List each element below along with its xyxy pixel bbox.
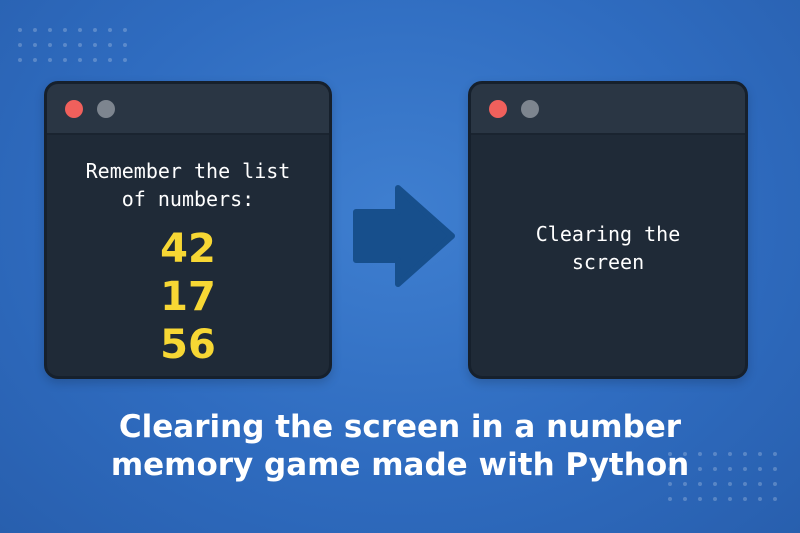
number-item: 17 [160, 274, 216, 320]
right-arrow-icon [353, 185, 455, 287]
caption-title: Clearing the screen in a number memory g… [110, 409, 690, 483]
window-titlebar [47, 84, 329, 135]
window-content: Clearing the screen [471, 135, 745, 376]
minimize-button[interactable] [97, 100, 115, 118]
number-item: 42 [160, 226, 216, 272]
decorative-dot-grid-bottom-right [668, 452, 777, 501]
number-item: 56 [160, 322, 216, 368]
close-button[interactable] [489, 100, 507, 118]
clearing-message: Clearing the screen [535, 222, 681, 274]
minimize-button[interactable] [521, 100, 539, 118]
memory-prompt: Remember the list of numbers: [85, 159, 291, 211]
cleared-window: Clearing the screen [468, 81, 748, 379]
number-list: 42 17 56 [47, 225, 329, 369]
window-titlebar [471, 84, 745, 135]
window-content: Remember the list of numbers: 42 17 56 [47, 135, 329, 376]
close-button[interactable] [65, 100, 83, 118]
decorative-dot-grid-top-left [18, 28, 127, 62]
memory-window: Remember the list of numbers: 42 17 56 [44, 81, 332, 379]
